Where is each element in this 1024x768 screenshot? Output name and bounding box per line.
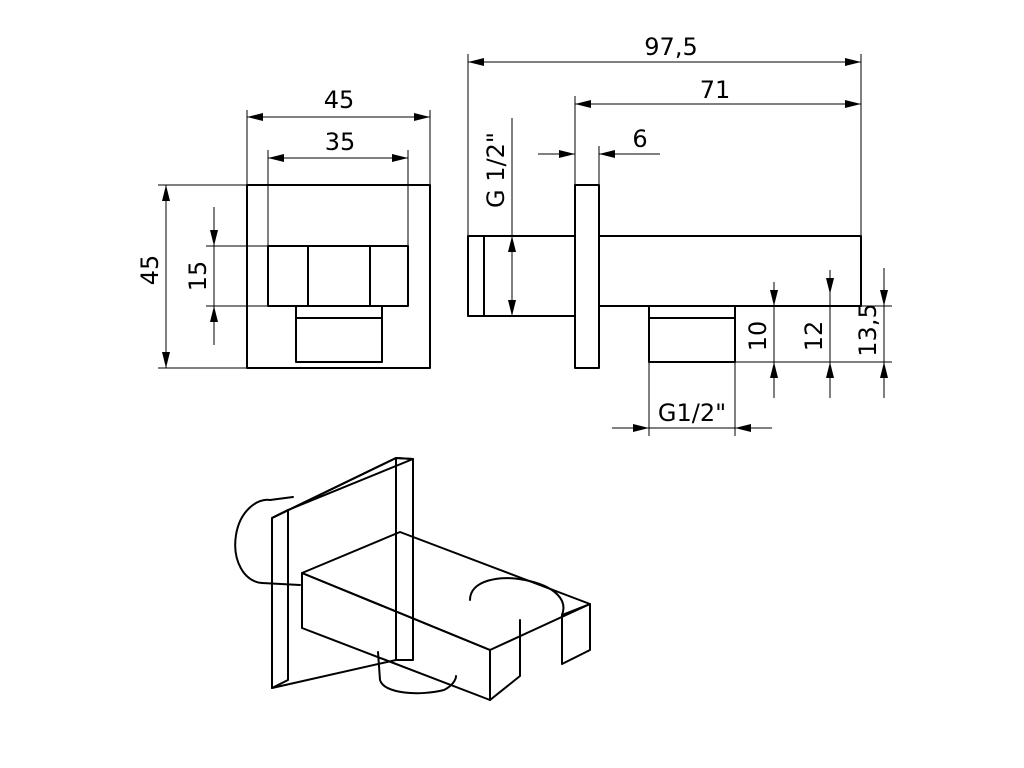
dim-label-side-arm: 71 bbox=[700, 76, 731, 104]
dim-side-13-5: 13,5 bbox=[840, 268, 892, 398]
iso-cradle-end bbox=[561, 603, 591, 665]
side-outlet-fitting bbox=[648, 305, 736, 363]
front-view: 45 35 45 15 bbox=[136, 86, 431, 369]
iso-inlet-cylinder bbox=[234, 498, 301, 586]
dim-label-front-height: 45 bbox=[136, 255, 164, 286]
dim-side-inlet-thread: G 1/2" bbox=[482, 118, 516, 316]
dim-front-width-45: 45 bbox=[246, 86, 431, 185]
side-arm bbox=[598, 235, 862, 307]
iso-plate-top bbox=[271, 457, 414, 519]
dim-label-side-12: 12 bbox=[800, 321, 828, 352]
iso-outlet-fitting bbox=[377, 651, 457, 695]
dim-side-plate-6: 6 bbox=[538, 125, 660, 185]
dim-side-10: 10 bbox=[735, 282, 840, 398]
dim-label-side-outlet: G1/2" bbox=[658, 399, 726, 427]
iso-cradle-cutout bbox=[469, 577, 565, 616]
side-wall-plate bbox=[574, 184, 600, 369]
dim-label-side-overall: 97,5 bbox=[644, 33, 697, 61]
iso-plate-side bbox=[271, 509, 289, 689]
dim-side-12: 12 bbox=[800, 270, 834, 398]
front-outlet-fitting bbox=[295, 305, 383, 363]
dim-label-side-10: 10 bbox=[744, 321, 772, 352]
dim-front-hex-15: 15 bbox=[184, 207, 268, 345]
front-plate bbox=[246, 184, 431, 369]
dim-label-front-width: 45 bbox=[324, 86, 355, 114]
dim-label-front-inner: 35 bbox=[325, 128, 356, 156]
dim-label-front-hex: 15 bbox=[184, 261, 212, 292]
dim-side-outlet-thread: G1/2" bbox=[612, 362, 772, 436]
dim-front-height-45: 45 bbox=[136, 184, 247, 369]
dim-label-side-inlet: G 1/2" bbox=[482, 132, 510, 208]
dim-label-side-13-5: 13,5 bbox=[854, 303, 882, 356]
side-view: 97,5 71 6 G 1/2" bbox=[467, 33, 892, 436]
dim-label-side-plate: 6 bbox=[632, 125, 647, 153]
front-hex-nut bbox=[267, 245, 409, 307]
isometric-view bbox=[234, 457, 591, 701]
dim-side-overall-97-5: 97,5 bbox=[467, 33, 862, 236]
dim-front-inner-35: 35 bbox=[267, 128, 409, 246]
dim-side-arm-71: 71 bbox=[574, 76, 861, 185]
